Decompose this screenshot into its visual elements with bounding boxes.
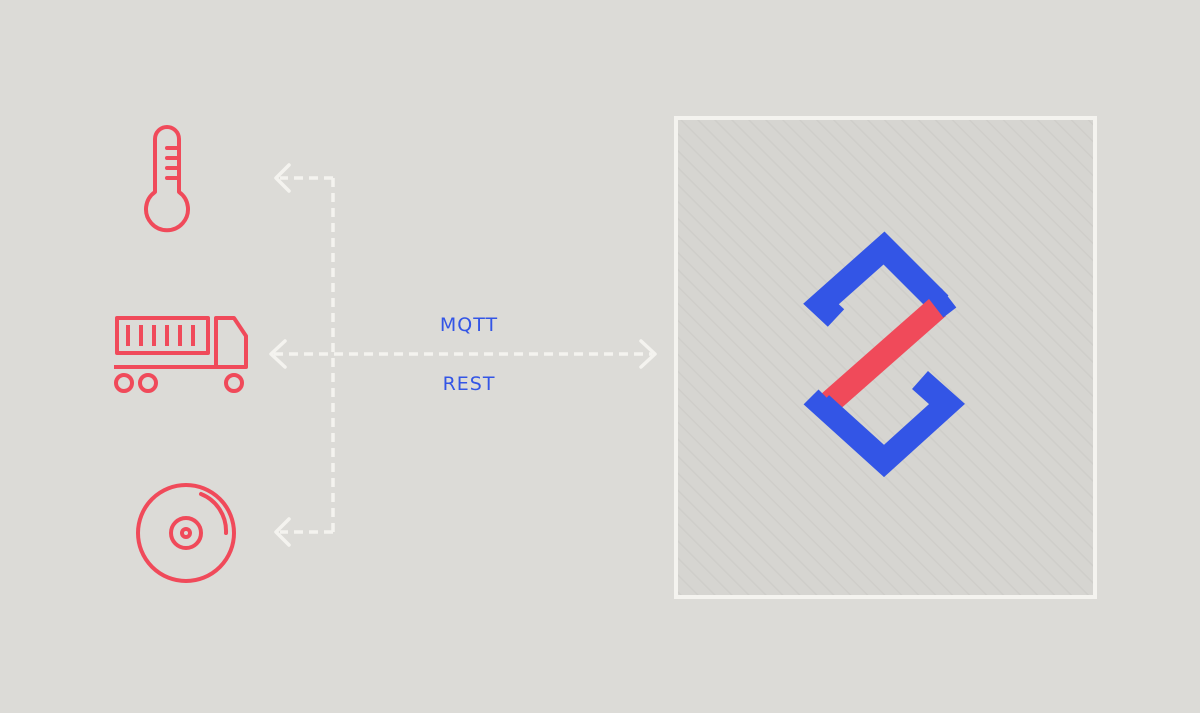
connector-lines: [274, 176, 652, 534]
arrow-to-truck: [269, 339, 287, 369]
arrow-to-thermometer: [274, 163, 291, 193]
disc-icon: [136, 483, 236, 583]
protocol-label-rest: REST: [442, 373, 496, 395]
platform-logo: [803, 231, 965, 478]
arrow-to-platform: [639, 339, 657, 369]
thermometer-icon: [144, 125, 190, 233]
arrowheads: [269, 163, 657, 547]
protocol-label-mqtt: MQTT: [439, 314, 499, 336]
truck-icon: [114, 316, 248, 393]
arrow-to-disc: [274, 517, 291, 547]
